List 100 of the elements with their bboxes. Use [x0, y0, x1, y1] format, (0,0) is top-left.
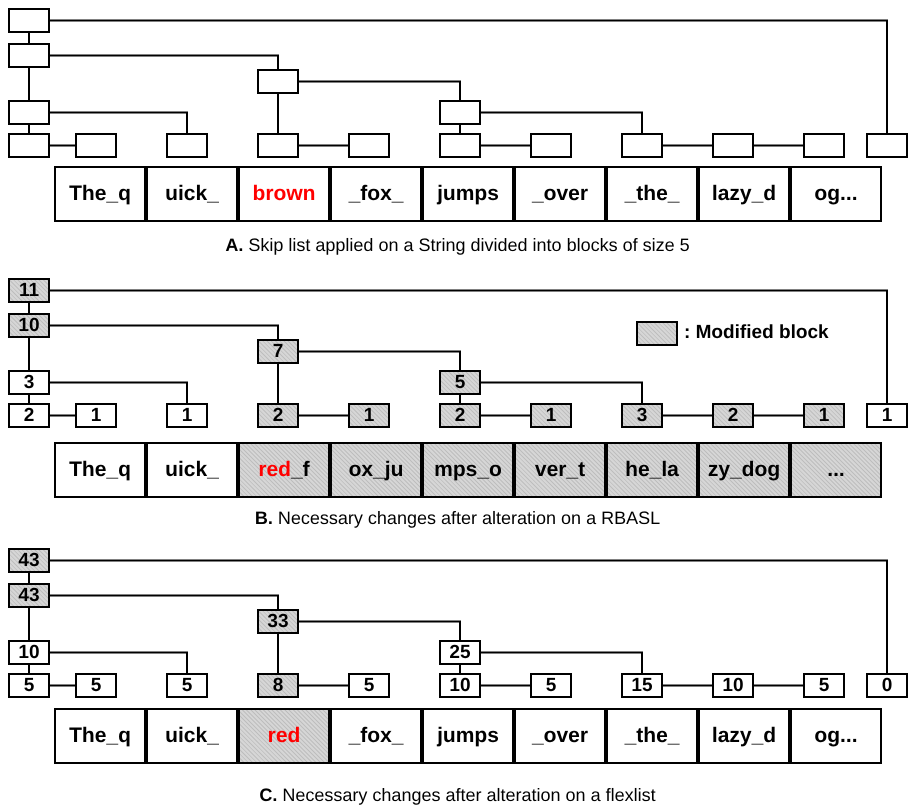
connector-line — [299, 350, 461, 370]
connector-line — [28, 573, 30, 583]
string-block: zy_dog — [698, 442, 790, 498]
connector-line — [50, 54, 279, 69]
connector-line — [459, 665, 461, 673]
skip-list-node: 1 — [530, 403, 572, 428]
skip-list-node — [530, 133, 572, 158]
skip-list-node — [439, 133, 481, 158]
skip-list-node: 1 — [166, 403, 208, 428]
string-block: ver_t — [514, 442, 606, 498]
string-block: _over — [514, 166, 606, 222]
skip-list-node: 0 — [866, 673, 908, 698]
skip-list-node: 5 — [803, 673, 845, 698]
connector-line — [28, 303, 30, 313]
skip-list-node — [621, 133, 663, 158]
skip-list-node: 43 — [8, 583, 50, 608]
connector-line — [754, 414, 803, 416]
string-block: The_q — [54, 442, 146, 498]
connector-line — [481, 684, 530, 686]
connector-line — [50, 414, 75, 416]
skip-list-node: 5 — [348, 673, 390, 698]
string-block: og... — [790, 708, 882, 764]
skip-list-node: 10 — [712, 673, 754, 698]
skip-list-node: 11 — [8, 278, 50, 303]
connector-line — [50, 382, 188, 403]
skip-list-node — [257, 133, 299, 158]
skip-list-node — [166, 133, 208, 158]
figure-caption: A. Skip list applied on a String divided into blocks of size 5 — [224, 234, 691, 256]
skip-list-node: 1 — [866, 403, 908, 428]
figure-caption: C. Necessary changes after alteration on a flexlist — [258, 784, 657, 806]
string-block: The_q — [54, 166, 146, 222]
skip-list-node: 43 — [8, 548, 50, 573]
string-block: brown — [238, 166, 330, 222]
string-block: jumps — [422, 166, 514, 222]
connector-line — [277, 634, 279, 673]
connector-line — [28, 33, 30, 43]
skip-list-node: 10 — [8, 313, 50, 338]
skip-list-node — [803, 133, 845, 158]
connector-line — [481, 382, 643, 403]
connector-line — [663, 684, 712, 686]
connector-line — [481, 144, 530, 146]
string-block: ... — [790, 442, 882, 498]
skip-list-node: 5 — [75, 673, 117, 698]
connector-line — [50, 324, 279, 339]
connector-line — [28, 338, 30, 370]
skip-list-node: 2 — [712, 403, 754, 428]
skip-list-node: 10 — [439, 673, 481, 698]
skip-list-node: 8 — [257, 673, 299, 698]
skip-list-node — [348, 133, 390, 158]
connector-line — [50, 144, 75, 146]
skip-list-node: 1 — [75, 403, 117, 428]
string-block: lazy_d — [698, 708, 790, 764]
skip-list-node: 2 — [257, 403, 299, 428]
skip-list-node: 7 — [257, 339, 299, 364]
connector-line — [277, 94, 279, 133]
skip-list-node: 2 — [439, 403, 481, 428]
skip-list-node: 2 — [8, 403, 50, 428]
string-block: _fox_ — [330, 166, 422, 222]
connector-line — [481, 414, 530, 416]
skip-list-node: 1 — [348, 403, 390, 428]
connector-line — [299, 144, 348, 146]
skip-list-node — [712, 133, 754, 158]
string-block: mps_o — [422, 442, 514, 498]
string-block: red — [238, 708, 330, 764]
string-block: red_f — [238, 442, 330, 498]
string-block: uick_ — [146, 708, 238, 764]
skip-list-node — [439, 100, 481, 125]
string-block: ox_ju — [330, 442, 422, 498]
skip-list-node — [8, 43, 50, 68]
connector-line — [459, 125, 461, 133]
connector-line — [50, 684, 75, 686]
skip-list-node: 5 — [439, 370, 481, 395]
string-block: uick_ — [146, 166, 238, 222]
string-block: og... — [790, 166, 882, 222]
connector-line — [28, 395, 30, 403]
connector-line — [481, 112, 643, 133]
connector-line — [299, 80, 461, 100]
connector-line — [754, 684, 803, 686]
legend-label: : Modified block — [684, 322, 829, 344]
string-block: uick_ — [146, 442, 238, 498]
connector-line — [50, 20, 888, 133]
skip-list-node — [8, 100, 50, 125]
string-block: _over — [514, 708, 606, 764]
connector-line — [299, 620, 461, 640]
figure-caption: B. Necessary changes after alteration on a RBASL — [254, 507, 662, 529]
skip-list-node: 3 — [621, 403, 663, 428]
connector-line — [663, 414, 712, 416]
skip-list-node: 15 — [621, 673, 663, 698]
skip-list-node — [75, 133, 117, 158]
skip-list-node: 5 — [530, 673, 572, 698]
skip-list-node: 3 — [8, 370, 50, 395]
string-block: lazy_d — [698, 166, 790, 222]
string-block: _fox_ — [330, 708, 422, 764]
skip-list-node: 25 — [439, 640, 481, 665]
connector-line — [299, 684, 348, 686]
connector-line — [50, 112, 188, 133]
skip-list-node — [8, 8, 50, 33]
skip-list-node — [257, 69, 299, 94]
connector-line — [28, 608, 30, 640]
string-block: he_la — [606, 442, 698, 498]
